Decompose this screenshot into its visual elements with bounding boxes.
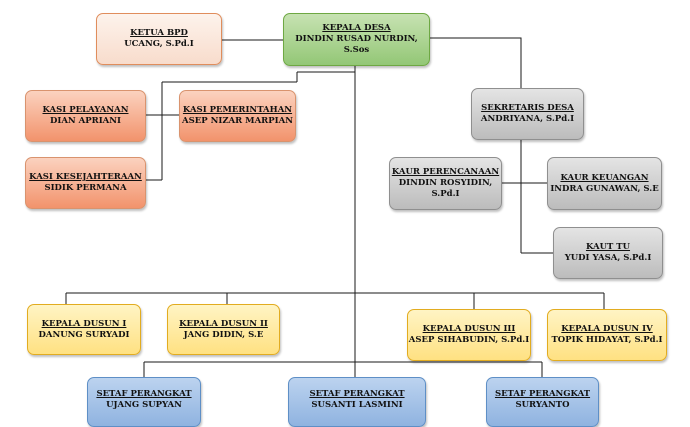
ketua-bpd-box: KETUA BPD UCANG, S.Pd.I <box>96 13 222 65</box>
kepala-dusun-3-title: KEPALA DUSUN III <box>422 324 516 334</box>
kepala-dusun-3-box: KEPALA DUSUN III ASEP SIHABUDIN, S.Pd.I <box>407 309 531 361</box>
kasi-pemerintahan-name: ASEP NIZAR MARPIAN <box>182 116 293 126</box>
kepala-dusun-3-name: ASEP SIHABUDIN, S.Pd.I <box>408 335 530 345</box>
kasi-kesejahteraan-name: SIDIK PERMANA <box>44 183 127 193</box>
kasi-pelayanan-name: DIAN APRIANI <box>49 116 122 126</box>
kepala-dusun-4-box: KEPALA DUSUN IV TOPIK HIDAYAT, S.Pd.I <box>547 309 667 361</box>
setaf-perangkat-3-title: SETAF PERANGKAT <box>494 389 591 399</box>
kepala-dusun-1-box: KEPALA DUSUN I DANUNG SURYADI <box>27 304 141 355</box>
kepala-dusun-4-name: TOPIK HIDAYAT, S.Pd.I <box>551 335 663 345</box>
kaut-tu-name: YUDI YASA, S.Pd.I <box>564 253 652 263</box>
kasi-pelayanan-title: KASI PELAYANAN <box>42 105 129 115</box>
kaur-perencanaan-name: DINDIN ROSYIDIN, S.Pd.I <box>398 178 493 199</box>
kasi-pemerintahan-box: KASI PEMERINTAHAN ASEP NIZAR MARPIAN <box>179 90 296 142</box>
kaur-perencanaan-box: KAUR PERENCANAAN DINDIN ROSYIDIN, S.Pd.I <box>389 157 502 210</box>
kasi-kesejahteraan-title: KASI KESEJAHTERAAN <box>29 172 142 182</box>
kaur-keuangan-title: KAUR KEUANGAN <box>560 172 649 183</box>
setaf-perangkat-2-box: SETAF PERANGKAT SUSANTI LASMINI <box>288 377 426 427</box>
sekretaris-desa-title: SEKRETARIS DESA <box>481 103 574 113</box>
kasi-pemerintahan-title: KASI PEMERINTAHAN <box>182 105 293 115</box>
kepala-dusun-2-box: KEPALA DUSUN II JANG DIDIN, S.E <box>167 304 280 355</box>
sekretaris-desa-name: ANDRIYANA, S.Pd.I <box>480 114 575 124</box>
ketua-bpd-title: KETUA BPD <box>130 28 188 38</box>
setaf-perangkat-1-box: SETAF PERANGKAT UJANG SUPYAN <box>87 377 201 427</box>
connector-lines <box>65 37 605 418</box>
kepala-dusun-2-name: JANG DIDIN, S.E <box>183 329 264 340</box>
kasi-pelayanan-box: KASI PELAYANAN DIAN APRIANI <box>25 90 146 142</box>
sekretaris-desa-box: SEKRETARIS DESA ANDRIYANA, S.Pd.I <box>471 88 584 140</box>
kaur-keuangan-box: KAUR KEUANGAN INDRA GUNAWAN, S.E <box>547 157 662 210</box>
kepala-desa-title: KEPALA DESA <box>322 23 391 33</box>
kaur-perencanaan-title: KAUR PERENCANAAN <box>391 167 500 177</box>
setaf-perangkat-2-name: SUSANTI LASMINI <box>311 400 403 410</box>
setaf-perangkat-2-title: SETAF PERANGKAT <box>309 389 405 399</box>
setaf-perangkat-1-title: SETAF PERANGKAT <box>96 389 192 399</box>
kaut-tu-title: KAUT TU <box>585 242 631 252</box>
ketua-bpd-name: UCANG, S.Pd.I <box>124 39 194 49</box>
kepala-dusun-1-title: KEPALA DUSUN I <box>41 318 127 329</box>
kepala-desa-name: DINDIN RUSAD NURDIN, S.Sos <box>295 34 418 55</box>
kepala-dusun-4-title: KEPALA DUSUN IV <box>561 324 653 334</box>
kepala-dusun-2-title: KEPALA DUSUN II <box>179 318 268 329</box>
kaur-keuangan-name: INDRA GUNAWAN, S.E <box>550 183 659 194</box>
setaf-perangkat-1-name: UJANG SUPYAN <box>106 400 182 410</box>
setaf-perangkat-3-name: SURYANTO <box>515 400 570 410</box>
kasi-kesejahteraan-box: KASI KESEJAHTERAAN SIDIK PERMANA <box>25 157 146 209</box>
kaut-tu-box: KAUT TU YUDI YASA, S.Pd.I <box>553 227 663 279</box>
kepala-dusun-1-name: DANUNG SURYADI <box>38 329 130 340</box>
kepala-desa-box: KEPALA DESA DINDIN RUSAD NURDIN, S.Sos <box>283 13 430 66</box>
setaf-perangkat-3-box: SETAF PERANGKAT SURYANTO <box>486 377 599 427</box>
